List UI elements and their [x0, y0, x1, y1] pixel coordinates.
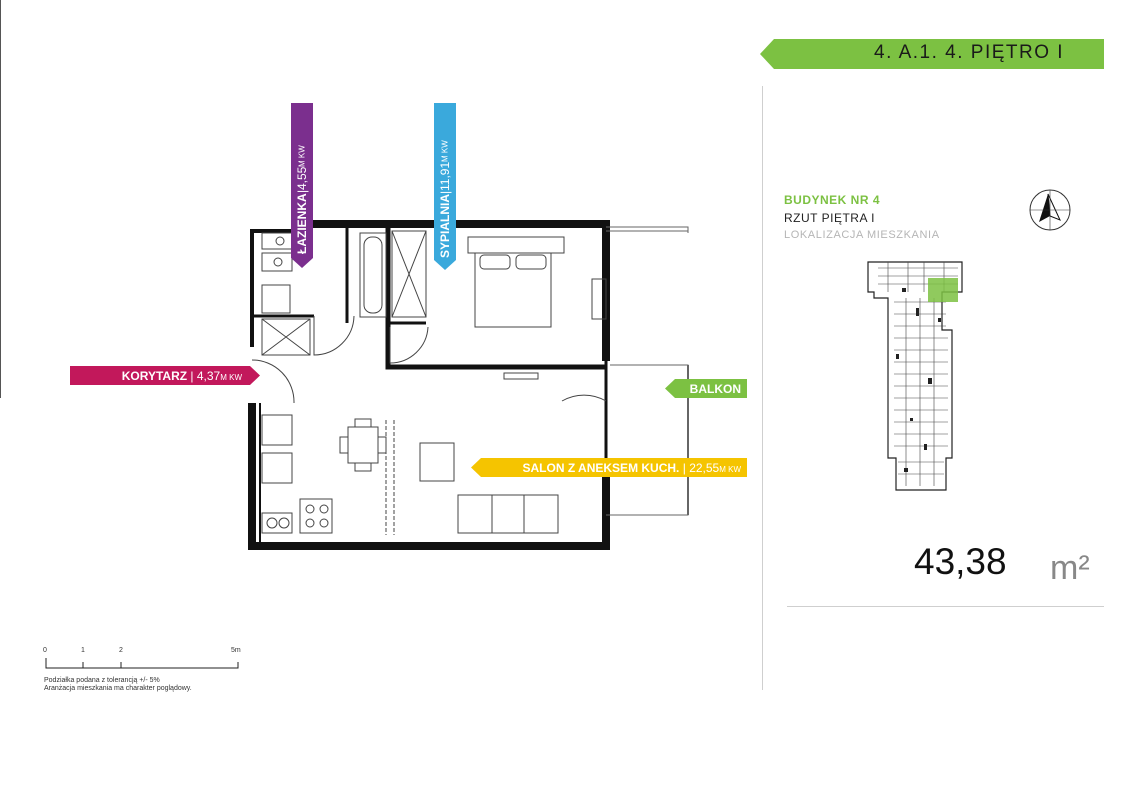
arrangement-note: Aranżacja mieszkania ma charakter pogląd…	[44, 685, 192, 692]
korytarz-name: KORYTARZ	[121, 368, 188, 383]
building-location-plan	[867, 261, 963, 491]
tolerance-note: Podziałka podana z tolerancją +/- 5%	[44, 677, 160, 684]
scale-tick-5m: 5m	[231, 647, 241, 654]
korytarz-unit: M KW	[220, 372, 242, 382]
scale-bar	[45, 658, 239, 669]
north-compass-icon	[1029, 189, 1071, 231]
total-area-value: 43,38	[914, 541, 1007, 582]
lazienka-unit: M KW	[297, 145, 307, 167]
building-subtitle: RZUT PIĘTRA I	[784, 211, 875, 225]
salon-name: SALON Z ANEKSEM KUCH.	[522, 460, 680, 475]
sypialnia-area: 11,91	[438, 161, 452, 191]
area-divider	[787, 606, 1104, 607]
salon-unit: M KW	[719, 464, 741, 474]
apartment-code: 4. A.1. 4. PIĘTRO I	[874, 42, 1065, 63]
sypialnia-unit: M KW	[440, 139, 450, 162]
header-banner	[760, 39, 1104, 69]
apartment-floor-plan	[248, 220, 689, 550]
page-edge-rule	[0, 0, 1, 398]
panel-divider	[762, 86, 763, 690]
total-area-unit: m²	[1050, 549, 1090, 587]
lazienka-area: 4,55	[295, 166, 309, 191]
scale-tick-0: 0	[43, 647, 47, 654]
label-balkon: BALKON	[665, 379, 747, 398]
sypialnia-name: SYPIALNIA	[438, 193, 452, 258]
location-label: LOKALIZACJA MIESZKANIA	[784, 229, 940, 241]
salon-area: 22,55	[689, 460, 720, 475]
lazienka-name: ŁAZIENKA	[295, 193, 309, 254]
label-korytarz: KORYTARZ | 4,37M KW	[70, 366, 260, 385]
building-title: BUDYNEK NR 4	[784, 193, 881, 207]
label-salon: SALON Z ANEKSEM KUCH. | 22,55M KW	[471, 458, 747, 477]
scale-tick-1: 1	[81, 647, 85, 654]
scale-tick-2: 2	[119, 647, 123, 654]
korytarz-area: 4,37	[196, 368, 221, 383]
balkon-name: BALKON	[689, 381, 741, 396]
